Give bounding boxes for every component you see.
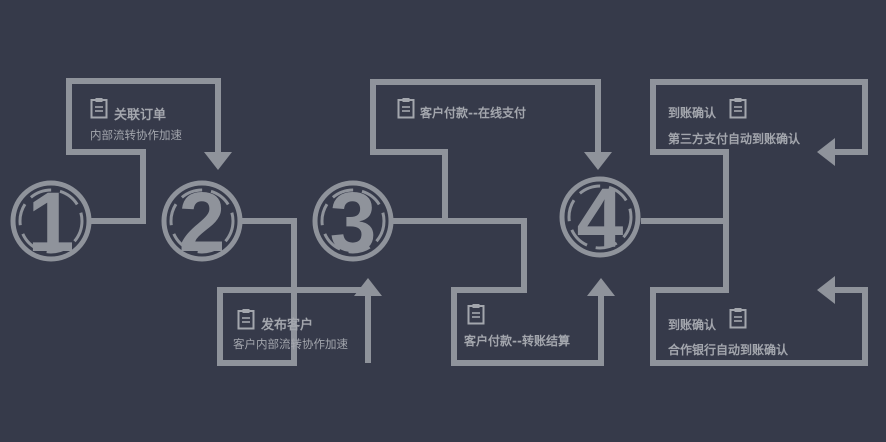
clipboard-icon — [729, 98, 747, 119]
step-3-online-title: 客户付款--在线支付 — [420, 106, 526, 120]
step-1-title: 关联订单 — [114, 108, 167, 123]
step-2-desc: 客户内部流转协作加速 — [233, 337, 348, 351]
step-4-bottom-desc: 合作银行自动到账确认 — [668, 343, 789, 357]
arrow-into-3 — [354, 278, 382, 296]
arrow-into-4-top — [584, 152, 612, 170]
arrow-into-4-bottom — [587, 278, 615, 296]
connector-3-to-4-bottom — [393, 218, 604, 366]
step-2-title: 发布客户 — [261, 318, 314, 333]
clipboard-icon — [467, 304, 485, 325]
clipboard-icon — [90, 98, 108, 119]
step-4-top-title: 到账确认 — [668, 106, 717, 120]
connector-1-to-2 — [66, 78, 221, 224]
step-4-bottom-title: 到账确认 — [668, 318, 717, 332]
clipboard-icon — [237, 309, 255, 330]
step-number-2: 2 — [179, 175, 226, 269]
step-number-4: 4 — [577, 171, 624, 265]
clipboard-icon — [729, 308, 747, 329]
arrow-confirm-bottom — [817, 276, 835, 304]
step-1-desc: 内部流转协作加速 — [90, 128, 182, 142]
arrow-confirm-top — [817, 138, 835, 166]
step-circle-4 — [559, 176, 641, 258]
connector-4-to-confirm-top — [641, 79, 868, 224]
connector-4-to-confirm-bottom — [650, 221, 868, 366]
step-circle-1 — [10, 180, 92, 262]
step-number-1: 1 — [28, 175, 75, 269]
step-number-3: 3 — [330, 175, 377, 269]
arrow-into-2 — [204, 152, 232, 170]
clipboard-icon — [397, 98, 415, 119]
step-4-top-desc: 第三方支付自动到账确认 — [668, 132, 801, 146]
step-3-transfer-title: 客户付款--转账结算 — [464, 334, 570, 348]
step-circle-2 — [161, 180, 243, 262]
step-circle-3 — [312, 180, 394, 262]
